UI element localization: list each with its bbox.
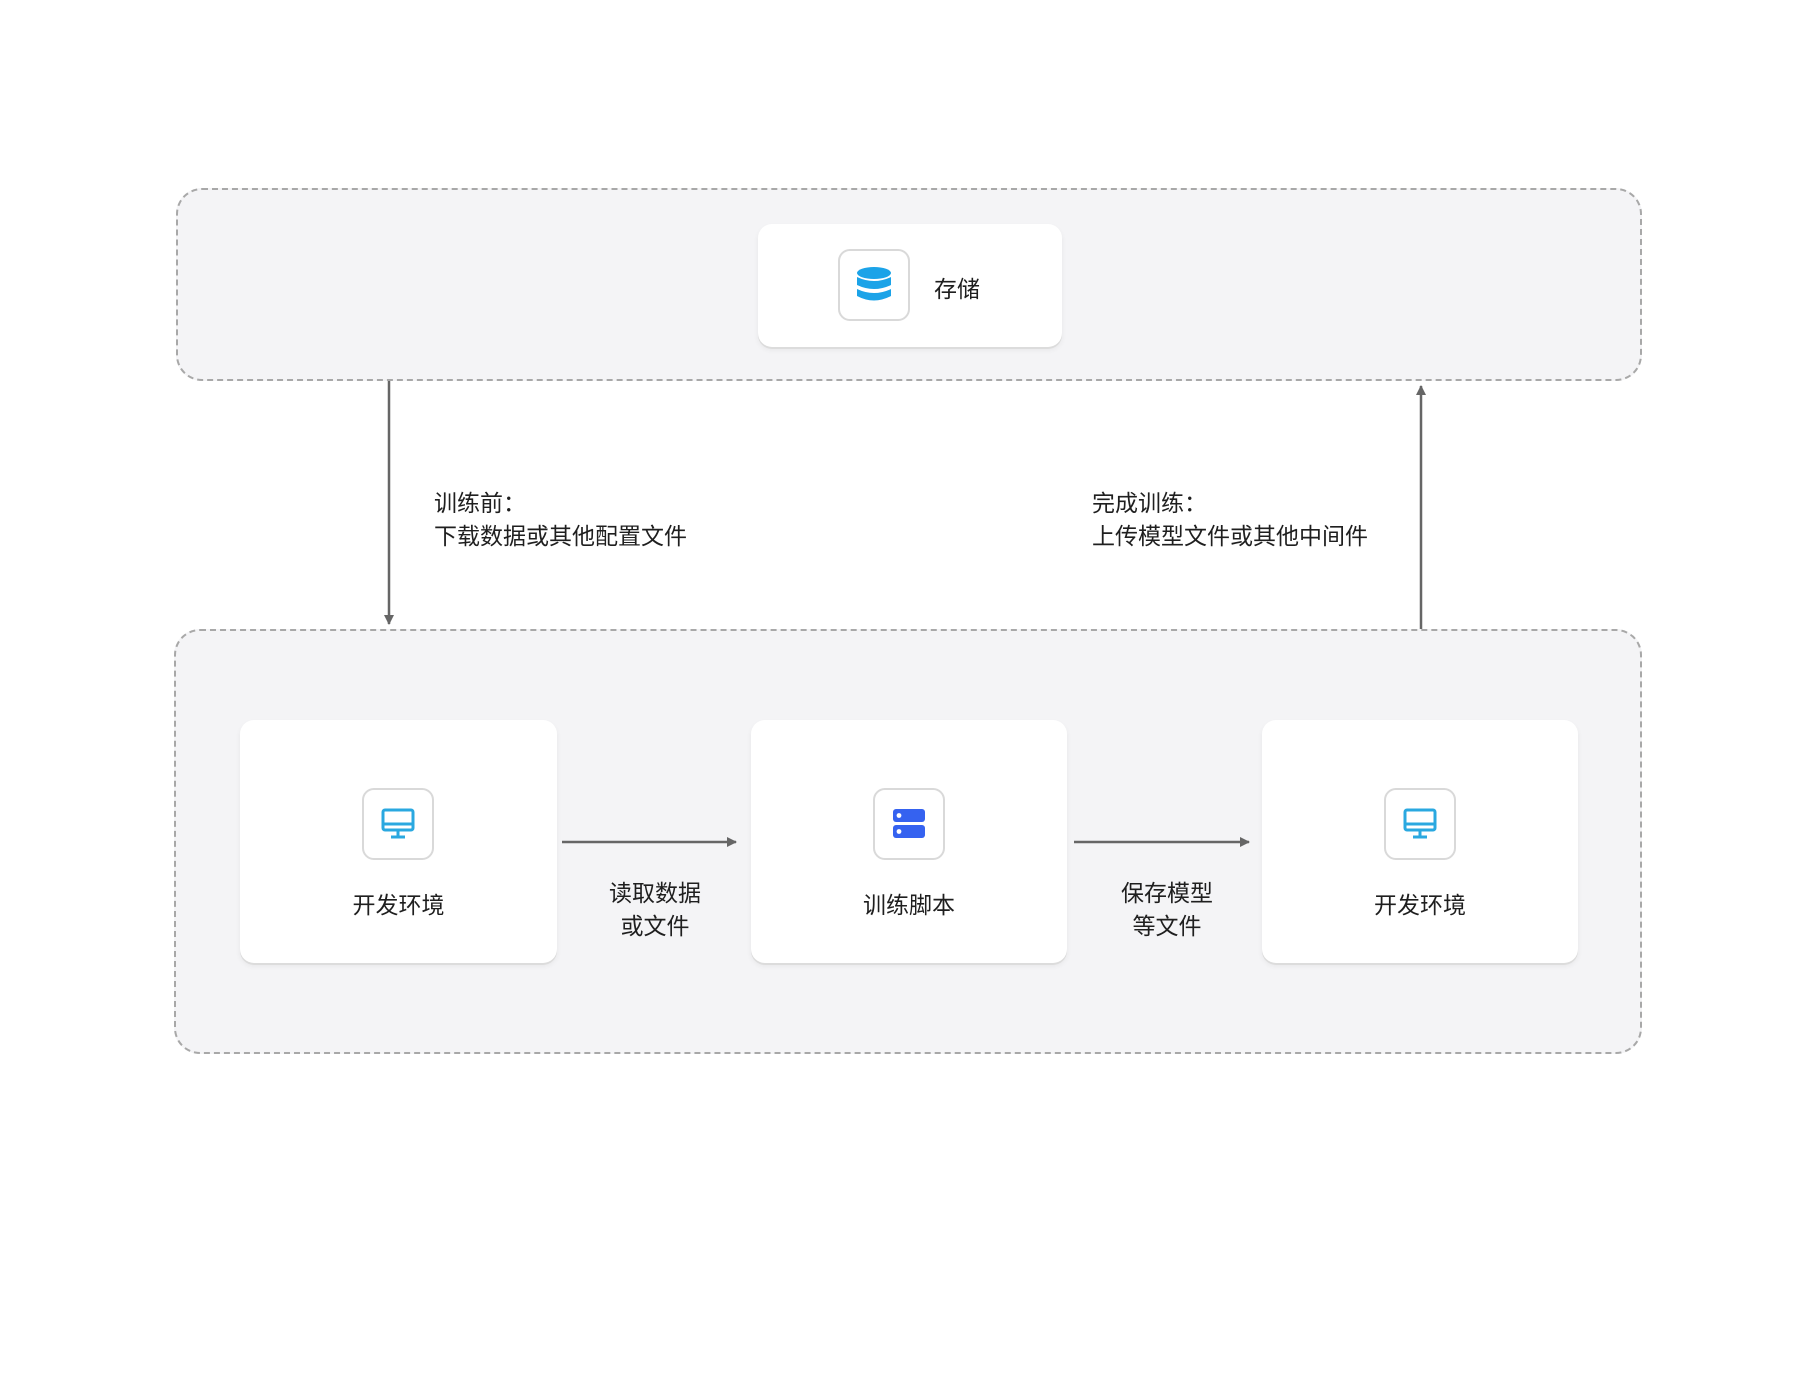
training-script-card[interactable]: 训练脚本 [751,720,1067,963]
server-icon [873,788,945,860]
storage-label: 存储 [934,277,980,303]
training-script-label: 训练脚本 [863,893,955,919]
monitor-icon [362,788,434,860]
before-training-title: 训练前： [434,491,526,517]
read-data-label: 读取数据 或文件 [580,878,730,944]
read-data-line-1: 读取数据 [609,881,701,907]
monitor-icon [1384,788,1456,860]
read-data-line-2: 或文件 [620,914,690,940]
save-model-label: 保存模型 等文件 [1092,878,1242,944]
storage-card[interactable]: 存储 [758,224,1062,347]
save-model-line-2: 等文件 [1132,914,1202,940]
save-model-line-1: 保存模型 [1121,881,1213,907]
before-training-label: 训练前： 下载数据或其他配置文件 [434,488,687,554]
dev-environment-card-left[interactable]: 开发环境 [240,720,557,963]
before-training-desc: 下载数据或其他配置文件 [434,524,687,550]
dev-environment-label-right: 开发环境 [1374,893,1466,919]
after-training-label: 完成训练： 上传模型文件或其他中间件 [1092,488,1368,554]
dev-environment-label-left: 开发环境 [352,893,445,919]
after-training-desc: 上传模型文件或其他中间件 [1092,524,1368,550]
dev-environment-card-right[interactable]: 开发环境 [1262,720,1578,963]
after-training-title: 完成训练： [1092,491,1207,517]
database-icon [838,249,910,321]
